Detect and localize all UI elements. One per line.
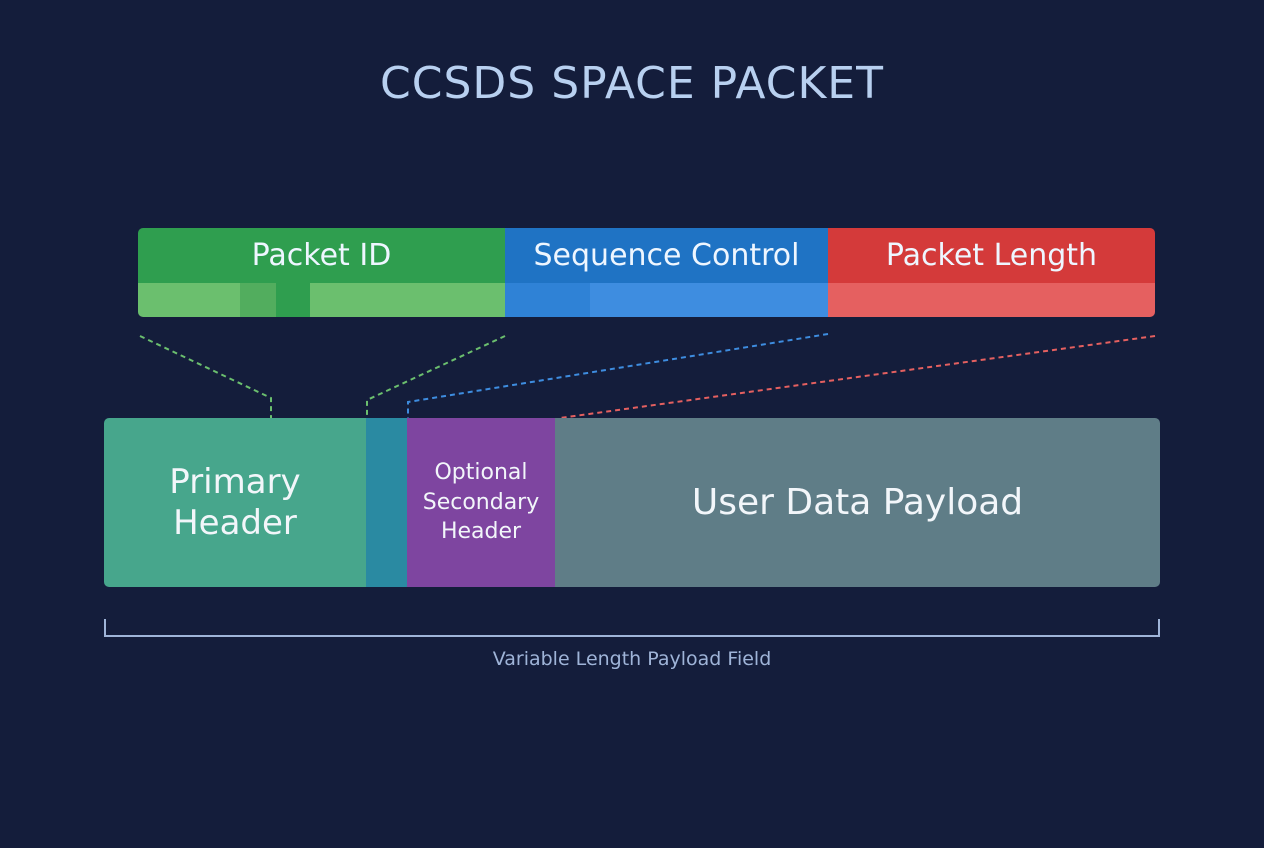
packet-length-field: Packet Length xyxy=(828,228,1155,317)
sequence-control-label: Sequence Control xyxy=(505,228,828,283)
packet-structure-bar: Primary Header Optional Secondary Header… xyxy=(104,418,1160,587)
sequence-control-subfield xyxy=(505,283,590,317)
packet-id-subfield xyxy=(276,283,310,317)
packet-id-field: Packet ID xyxy=(138,228,505,317)
packet-length-label: Packet Length xyxy=(828,228,1155,283)
user-data-payload-block: User Data Payload xyxy=(555,418,1160,587)
sequence-control-subfields xyxy=(505,283,828,317)
payload-bracket xyxy=(104,619,1160,637)
primary-header-fields-bar: Packet ID Sequence Control Packet Length xyxy=(138,228,1155,317)
diagram-title: CCSDS SPACE PACKET xyxy=(380,58,884,109)
secondary-header-block: Optional Secondary Header xyxy=(407,418,555,587)
sequence-control-connector xyxy=(407,333,829,418)
header-separator-block xyxy=(366,418,407,587)
packet-length-connector xyxy=(559,335,1156,419)
packet-length-subfields xyxy=(828,283,1155,317)
primary-header-block: Primary Header xyxy=(104,418,366,587)
packet-id-label: Packet ID xyxy=(138,228,505,283)
bracket-caption: Variable Length Payload Field xyxy=(492,648,772,670)
packet-id-subfield xyxy=(240,283,276,317)
packet-id-connector-left xyxy=(139,335,272,418)
sequence-control-field: Sequence Control xyxy=(505,228,828,317)
packet-id-connector-right xyxy=(366,335,506,418)
packet-id-subfields xyxy=(138,283,505,317)
